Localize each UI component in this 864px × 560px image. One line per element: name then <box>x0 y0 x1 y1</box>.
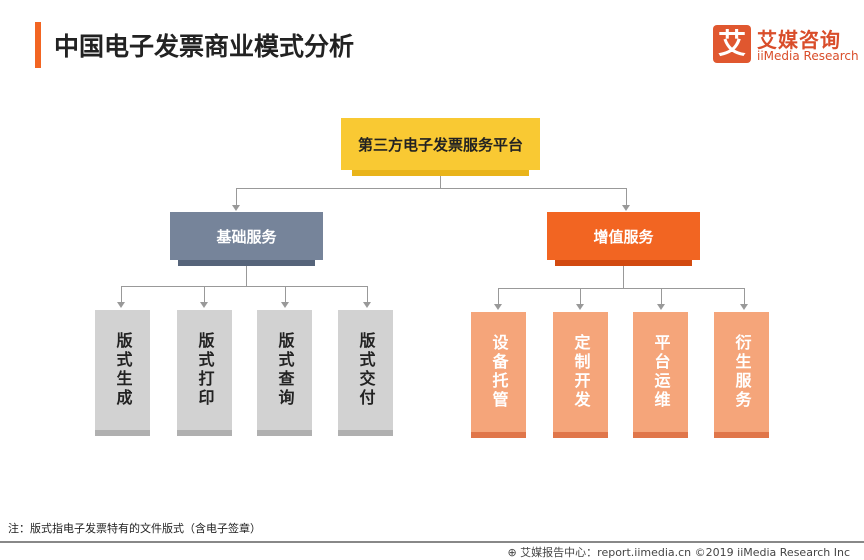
leaf-node: 版式打印 <box>177 310 232 436</box>
branch-node-shadow <box>178 260 315 266</box>
arrow-icon <box>494 304 502 310</box>
arrow-icon <box>232 205 240 211</box>
root-node: 第三方电子发票服务平台 <box>341 118 540 170</box>
leaf-node: 设备托管 <box>471 312 526 438</box>
title-accent-bar <box>35 22 41 68</box>
leaf-node: 版式生成 <box>95 310 150 436</box>
branch-node-value-added: 增值服务 <box>547 212 700 260</box>
connector <box>744 288 745 304</box>
arrow-icon <box>657 304 665 310</box>
footer-divider <box>0 541 864 543</box>
page-title: 中国电子发票商业模式分析 <box>54 32 355 61</box>
leaf-node: 版式查询 <box>257 310 312 436</box>
connector <box>121 286 122 302</box>
footnote: 注：版式指电子发票特有的文件版式（含电子签章） <box>8 522 261 535</box>
connector <box>580 288 581 304</box>
arrow-icon <box>576 304 584 310</box>
connector <box>285 286 286 302</box>
connector <box>121 286 368 287</box>
connector <box>204 286 205 302</box>
arrow-icon <box>622 205 630 211</box>
logo-icon: 艾 <box>713 25 751 63</box>
branch-node-basic: 基础服务 <box>170 212 323 260</box>
connector <box>236 188 237 205</box>
leaf-node: 衍生服务 <box>714 312 769 438</box>
connector <box>440 176 441 188</box>
branch-node-shadow <box>555 260 692 266</box>
leaf-node: 版式交付 <box>338 310 393 436</box>
connector <box>498 288 499 304</box>
logo-text-cn: 艾媒咨询 <box>757 28 841 52</box>
arrow-icon <box>117 302 125 308</box>
connector <box>661 288 662 304</box>
arrow-icon <box>363 302 371 308</box>
connector <box>623 266 624 288</box>
footer-source: ⊕ 艾媒报告中心：report.iimedia.cn ©2019 iiMedia… <box>507 546 850 559</box>
arrow-icon <box>740 304 748 310</box>
logo-text-en: iiMedia Research <box>757 49 859 63</box>
arrow-icon <box>200 302 208 308</box>
connector <box>236 188 627 189</box>
arrow-icon <box>281 302 289 308</box>
connector <box>246 266 247 286</box>
connector <box>367 286 368 302</box>
root-node-shadow <box>352 170 529 176</box>
connector <box>498 288 745 289</box>
connector <box>626 188 627 205</box>
leaf-node: 定制开发 <box>553 312 608 438</box>
leaf-node: 平台运维 <box>633 312 688 438</box>
